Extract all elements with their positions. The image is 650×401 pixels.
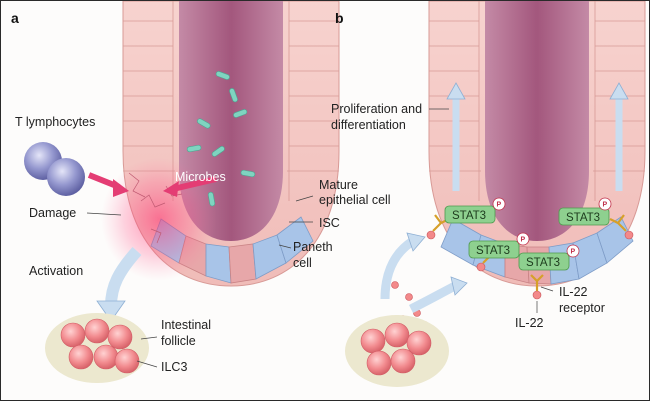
label-proliferation-2: differentiation [331,118,406,132]
panel-letter-b: b [335,10,344,26]
stat3-badge: STAT3 P [558,197,612,226]
label-il22-receptor-2: receptor [559,301,605,315]
svg-text:P: P [521,237,526,244]
leader-lines-a [86,195,314,368]
crypt-a-cells [123,1,339,201]
svg-text:P: P [603,202,608,209]
svg-text:P: P [497,202,502,209]
microbes-arrow [172,176,217,192]
stat3-badges: STAT3 P STAT3 P STAT3 P STAT3 P [444,197,612,271]
label-t-lymphocytes: T lymphocytes [15,115,95,129]
label-paneth-2: cell [293,256,312,270]
svg-text:STAT3: STAT3 [526,257,560,269]
label-follicle-2: follicle [161,334,196,348]
ilc3-cells-a [60,318,140,374]
label-paneth-1: Paneth [293,240,333,254]
stat3-badge: STAT3 P [444,197,506,224]
label-proliferation-1: Proliferation and [331,102,422,116]
leader-lines-b [429,108,554,313]
panel-b: STAT3 P STAT3 P STAT3 P STAT3 P [331,1,646,387]
t-lymphocytes [24,142,85,196]
svg-text:P: P [571,249,576,256]
svg-text:STAT3: STAT3 [566,212,600,224]
stat3-badge: STAT3 P [518,244,580,271]
label-ilc3: ILC3 [161,360,187,374]
crypt-b-lumen [485,1,589,241]
label-il22-receptor-1: IL-22 [559,285,588,299]
label-microbes: Microbes [175,170,226,184]
panel-letter-a: a [11,10,19,26]
label-activation: Activation [29,264,83,278]
label-il22: IL-22 [515,316,544,330]
proliferation-arrows [446,82,629,191]
svg-text:STAT3: STAT3 [452,210,486,222]
label-damage: Damage [29,206,76,220]
label-follicle-1: Intestinal [161,318,211,332]
ilc3-signal-arrows [380,232,468,314]
panel-a: a T lymphocytes Microbes Damage Activati… [11,1,391,383]
stat3-badge: STAT3 P [468,232,530,259]
label-mature-1: Mature [319,178,358,192]
label-mature-2: epithelial cell [319,193,391,207]
microbes-a [186,71,256,207]
ilc3-cells-b [360,322,432,376]
svg-text:STAT3: STAT3 [476,245,510,257]
label-isc: ISC [319,216,340,230]
